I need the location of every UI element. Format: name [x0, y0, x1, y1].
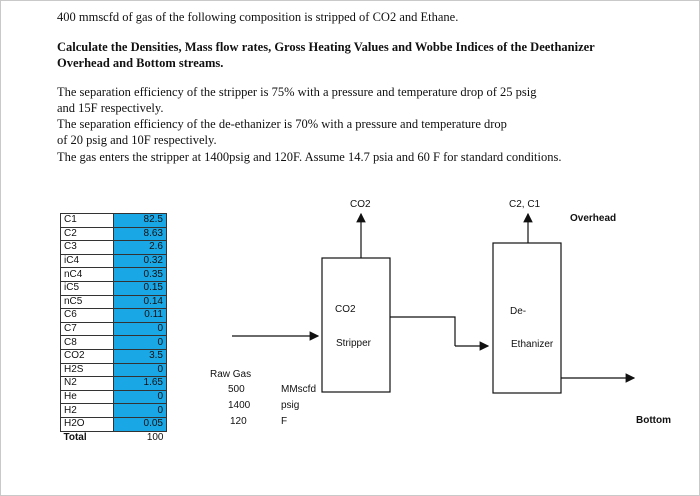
- overhead-label: Overhead: [570, 213, 617, 224]
- stripper-to-deeth-line-a: [390, 316, 456, 336]
- component-value: 8.63: [113, 226, 167, 242]
- intro-text: 400 mmscfd of gas of the following compo…: [57, 10, 459, 24]
- component-value: 0.35: [113, 267, 167, 282]
- component-value: 0: [113, 321, 167, 337]
- paragraph-2-line-2: of 20 psig and 10F respectively.: [57, 133, 217, 147]
- stripper-name-2: Stripper: [336, 338, 372, 349]
- deethanizer-name-2: Ethanizer: [511, 339, 554, 350]
- task-line-2: Overhead and Bottom streams.: [57, 56, 224, 70]
- flow-value: 500: [228, 384, 245, 395]
- component-name: H2O: [60, 416, 114, 432]
- component-value: 0.14: [113, 294, 167, 310]
- total-label: Total: [60, 431, 114, 445]
- paragraph-1-line-1: The separation efficiency of the strippe…: [57, 85, 537, 99]
- component-value: 0: [113, 335, 167, 350]
- stripper-vessel: [321, 257, 391, 393]
- temp-value: 120: [230, 416, 247, 427]
- component-value: 0.32: [113, 253, 167, 269]
- raw-gas-label: Raw Gas: [210, 369, 252, 380]
- pressure-unit: psig: [281, 400, 300, 411]
- flow-unit: MMscfd: [281, 384, 316, 395]
- deethanizer-name-1: De-: [510, 306, 527, 317]
- paragraph-1-line-2: and 15F respectively.: [57, 101, 164, 115]
- total-row: Total 100: [60, 431, 167, 445]
- total-value: 100: [113, 431, 167, 445]
- component-value: 0: [113, 389, 167, 405]
- component-value: 0.11: [113, 308, 167, 323]
- stripper-top-label: CO2: [350, 199, 371, 210]
- component-value: 1.65: [113, 376, 167, 391]
- deethanizer-vessel: [492, 242, 562, 394]
- temp-unit: F: [281, 416, 288, 427]
- component-value: 0.05: [113, 416, 167, 432]
- component-value: 82.5: [113, 213, 167, 228]
- task-line-1: Calculate the Densities, Mass flow rates…: [57, 40, 595, 54]
- paragraph-3: The gas enters the stripper at 1400psig …: [57, 150, 562, 164]
- paragraph-2-line-1: The separation efficiency of the de-etha…: [57, 117, 507, 131]
- deethanizer-top-label: C2, C1: [509, 199, 541, 210]
- pressure-value: 1400: [228, 400, 251, 411]
- bottom-label: Bottom: [636, 415, 671, 426]
- stripper-name-1: CO2: [335, 304, 356, 315]
